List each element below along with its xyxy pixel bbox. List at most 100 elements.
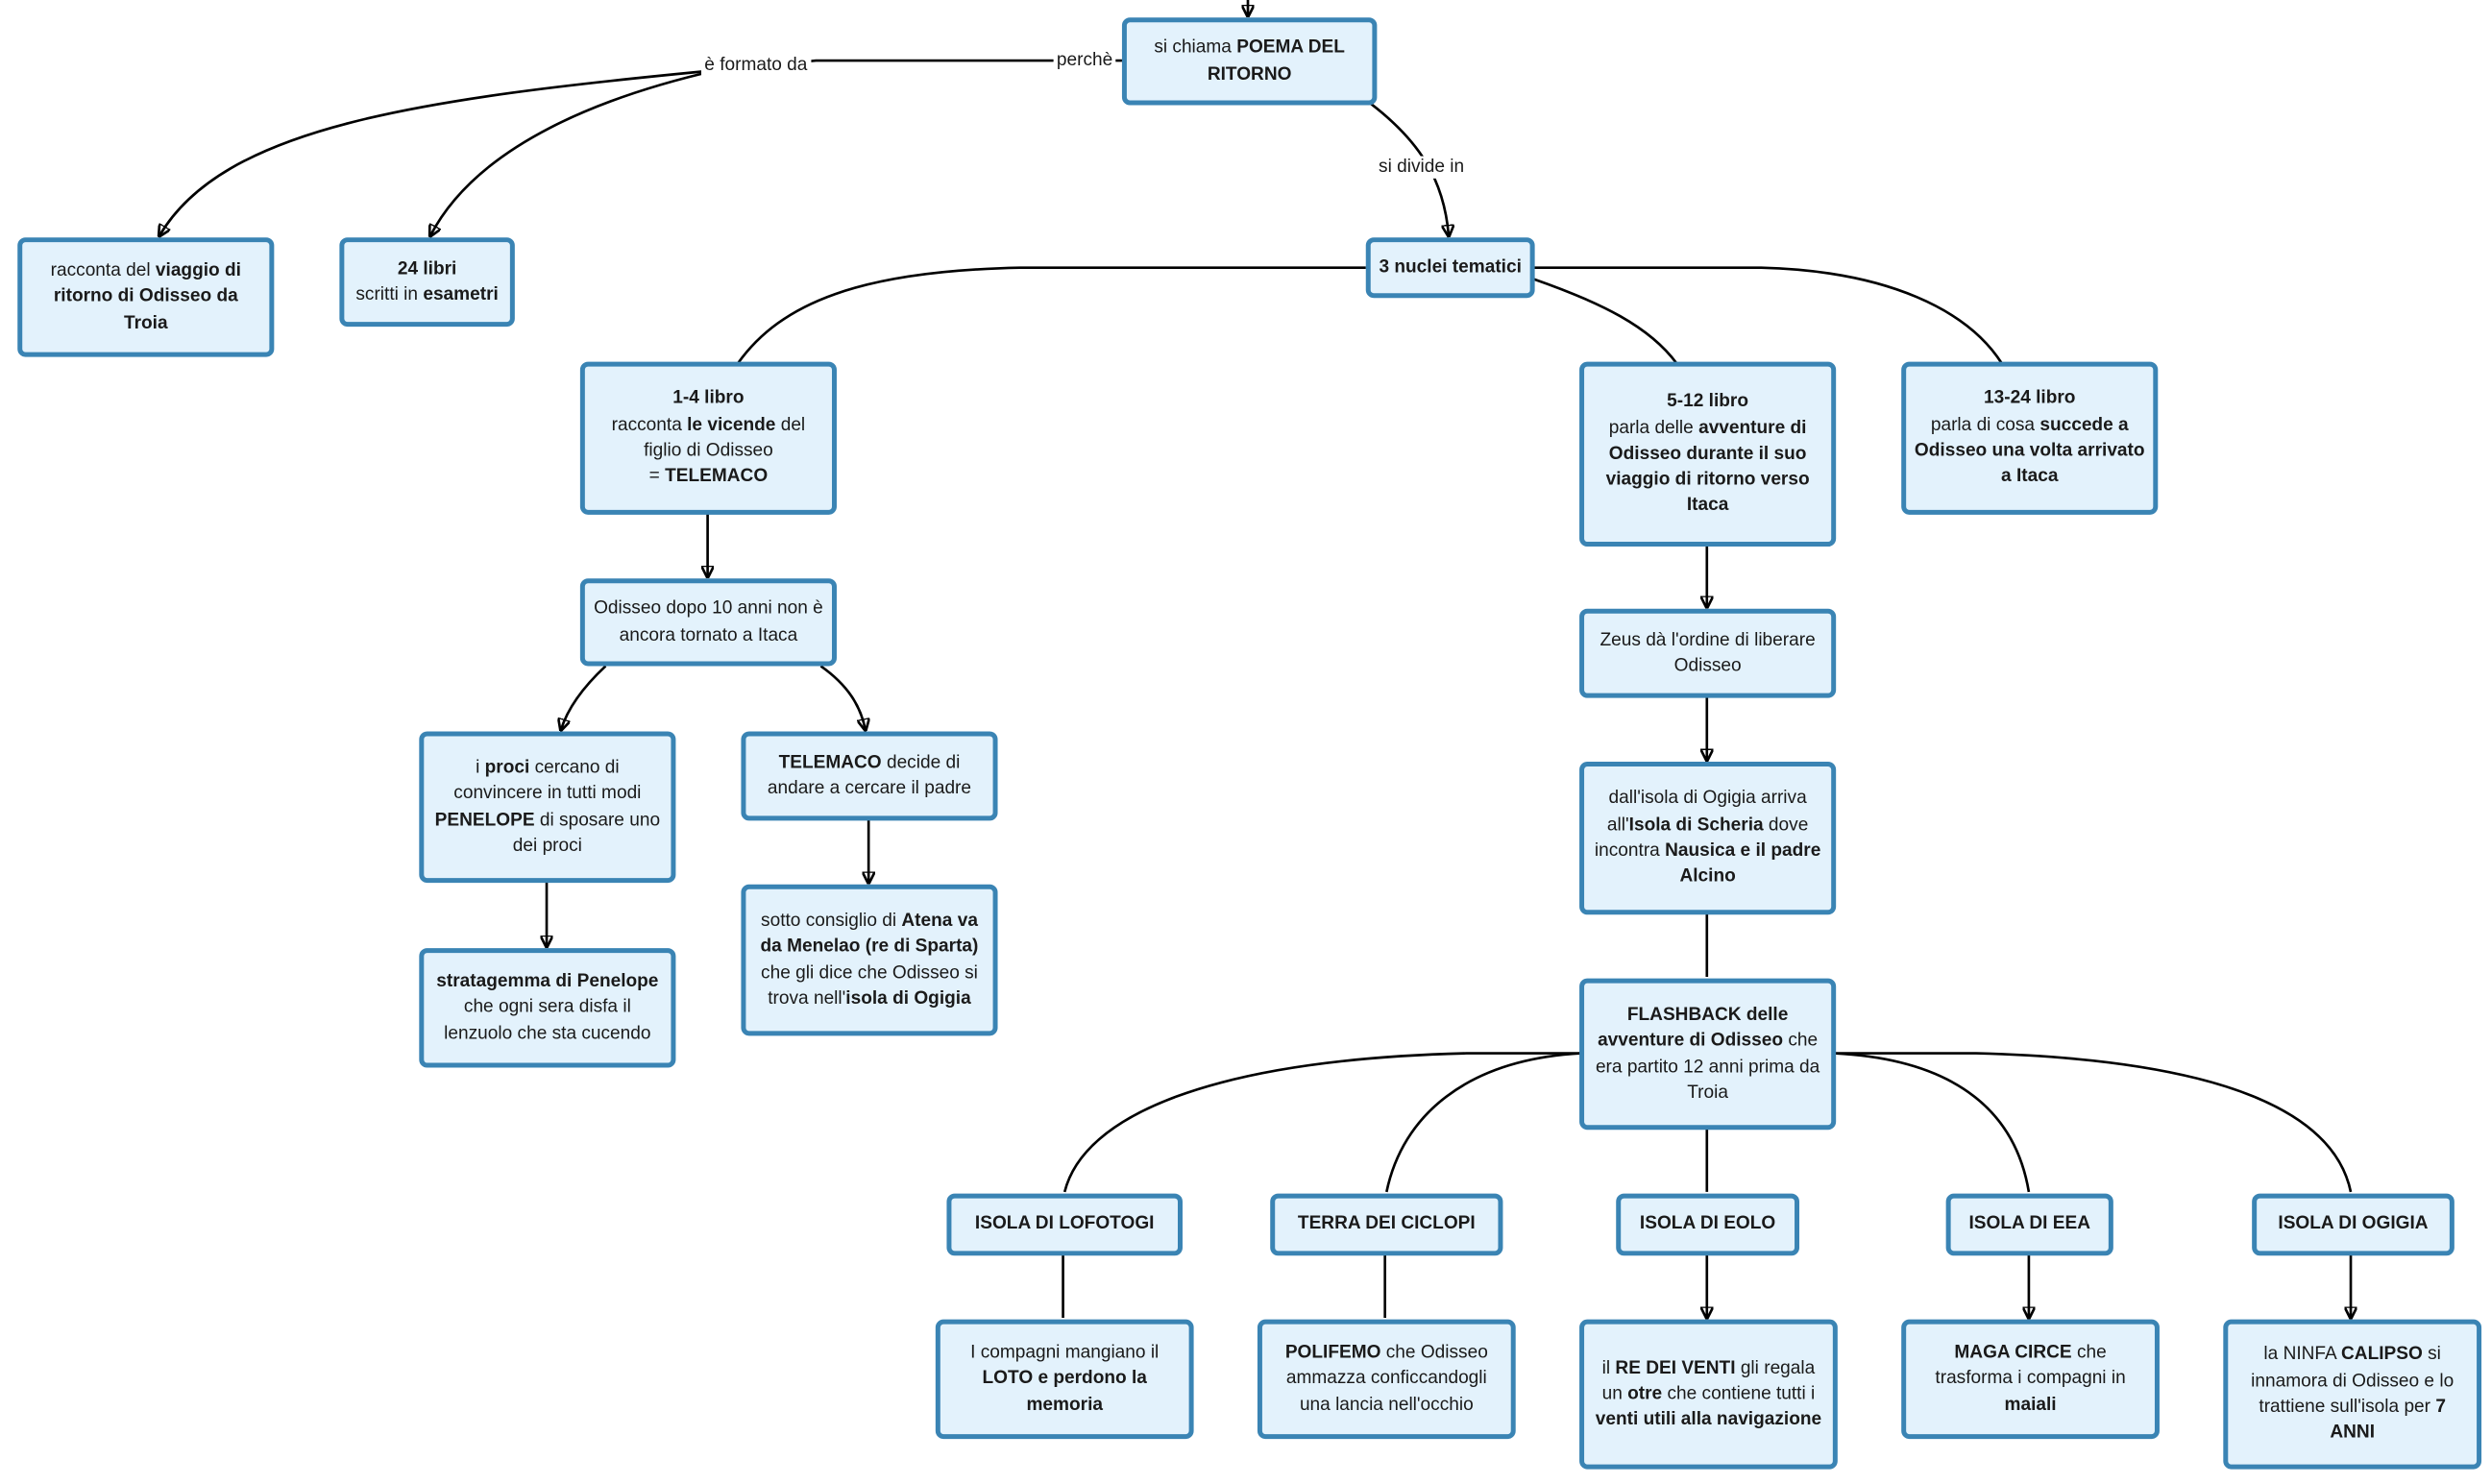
text-segment: le vicende bbox=[687, 415, 776, 435]
node-libro-1-4[interactable]: 1-4 libro racconta le vicende del figlio … bbox=[579, 361, 837, 515]
text-segment: scritti in bbox=[355, 284, 424, 304]
text-segment: dove incontra bbox=[1594, 815, 1809, 861]
text-segment: POEMA DEL RITORNO bbox=[1207, 38, 1345, 85]
node-terra-ciclopi[interactable]: TERRA DEI CICLOPI bbox=[1270, 1193, 1503, 1256]
node-racconta-viaggio[interactable]: racconta del viaggio di ritorno di Odiss… bbox=[17, 237, 275, 357]
text-segment: racconta bbox=[611, 415, 688, 435]
text-segment: TERRA DEI CICLOPI bbox=[1297, 1214, 1476, 1234]
node-isola-eolo[interactable]: ISOLA DI EOLO bbox=[1616, 1193, 1800, 1256]
node-flashback[interactable]: FLASHBACK delle avventure di Odisseo che… bbox=[1579, 978, 1837, 1131]
edge-flashback-ogigia bbox=[1834, 1052, 2353, 1193]
node-atena-menelao[interactable]: sotto consiglio di Atena va da Menelao (… bbox=[741, 884, 998, 1036]
node-text: 1-4 libro racconta le vicende del figlio … bbox=[593, 386, 824, 490]
text-segment: 24 libri bbox=[397, 258, 457, 279]
node-poema-del-ritorno[interactable]: si chiama POEMA DEL RITORNO bbox=[1121, 17, 1378, 106]
edge-flashback-lofotogi bbox=[1062, 1052, 1581, 1193]
text-segment: parla di cosa bbox=[1930, 415, 2040, 435]
edge-flashback-eea bbox=[1834, 1052, 2031, 1193]
edge-nuclei-5-12 bbox=[1532, 278, 1678, 365]
text-segment: il bbox=[1601, 1358, 1616, 1378]
text-segment: succede a Odisseo una volta arrivato a I… bbox=[1914, 415, 2145, 487]
text-segment: TELEMACO bbox=[665, 467, 769, 487]
text-segment: Isola di Scheria bbox=[1628, 815, 1764, 835]
node-text: FLASHBACK delle avventure di Odisseo che… bbox=[1592, 1002, 1823, 1106]
node-text: la NINFA CALIPSO si innamora di Odisseo … bbox=[2236, 1343, 2469, 1447]
node-isola-lofotogi[interactable]: ISOLA DI LOFOTOGI bbox=[946, 1193, 1183, 1256]
node-proci[interactable]: i proci cercano di convincere in tutti m… bbox=[419, 731, 676, 884]
edge-flashback-ciclopi bbox=[1385, 1052, 1581, 1193]
text-segment: Zeus dà l'ordine di liberare Odisseo bbox=[1600, 630, 1816, 676]
node-loto[interactable]: I compagni mangiano il LOTO e perdono la… bbox=[935, 1319, 1194, 1440]
edge-poema-racconta bbox=[159, 59, 1122, 235]
text-segment: si innamora di Odisseo e lo trattiene su… bbox=[2251, 1345, 2454, 1417]
edge-label-perche: perchè bbox=[1053, 49, 1116, 72]
node-polifemo[interactable]: POLIFEMO che Odisseo ammazza conficcando… bbox=[1257, 1319, 1516, 1440]
node-text: I compagni mangiano il LOTO e perdono la… bbox=[948, 1340, 1181, 1418]
text-segment: POLIFEMO bbox=[1284, 1343, 1381, 1363]
node-text: stratagemma di Penelope che ogni sera di… bbox=[432, 969, 664, 1047]
text-segment: maiali bbox=[2004, 1395, 2057, 1415]
text-segment: dall'isola di Ogigia arriva all' bbox=[1606, 789, 1807, 835]
node-text: Odisseo dopo 10 anni non è ancora tornat… bbox=[593, 596, 824, 648]
node-zeus-ordine[interactable]: Zeus dà l'ordine di liberare Odisseo bbox=[1579, 608, 1837, 698]
node-text: 13-24 libro parla di cosa succede a Odiss… bbox=[1914, 386, 2145, 490]
node-calipso[interactable]: la NINFA CALIPSO si innamora di Odisseo … bbox=[2223, 1319, 2482, 1470]
node-text: Zeus dà l'ordine di liberare Odisseo bbox=[1592, 627, 1823, 679]
text-segment: TELEMACO bbox=[778, 753, 882, 773]
text-segment: la NINFA bbox=[2263, 1345, 2342, 1365]
text-segment: ISOLA DI LOFOTOGI bbox=[974, 1214, 1155, 1234]
text-segment: gli regala un bbox=[1601, 1358, 1816, 1404]
node-isola-scheria[interactable]: dall'isola di Ogigia arriva all'Isola di… bbox=[1579, 762, 1837, 915]
edge-odisseo10-telemaco bbox=[819, 665, 865, 729]
text-segment: proci bbox=[484, 758, 530, 778]
edge-odisseo10-proci bbox=[561, 665, 607, 729]
node-text: MAGA CIRCE che trasforma i compagni in m… bbox=[1914, 1340, 2146, 1418]
node-3-nuclei-tematici[interactable]: 3 nuclei tematici bbox=[1365, 237, 1535, 299]
node-text: il RE DEI VENTI gli regala un otre che c… bbox=[1592, 1355, 1824, 1433]
text-segment: ISOLA DI OGIGIA bbox=[2278, 1214, 2429, 1234]
edge-poema-libri bbox=[430, 68, 718, 236]
node-text: racconta del viaggio di ritorno di Odiss… bbox=[31, 258, 262, 336]
text-segment: che gli dice che Odisseo si trova nell' bbox=[761, 962, 978, 1009]
text-segment: decide di andare a cercare il padre bbox=[767, 753, 972, 799]
node-text: si chiama POEMA DEL RITORNO bbox=[1135, 36, 1364, 87]
text-segment: otre bbox=[1627, 1384, 1663, 1404]
text-segment: si chiama bbox=[1154, 38, 1237, 59]
text-segment: di sposare uno dei proci bbox=[512, 810, 661, 856]
text-segment: CALIPSO bbox=[2341, 1345, 2423, 1365]
node-isola-ogigia[interactable]: ISOLA DI OGIGIA bbox=[2252, 1193, 2454, 1256]
node-text: i proci cercano di convincere in tutti m… bbox=[432, 755, 664, 859]
text-segment: racconta del bbox=[50, 261, 156, 281]
text-segment: venti utili alla navigazione bbox=[1595, 1410, 1822, 1430]
node-libro-13-24[interactable]: 13-24 libro parla di cosa succede a Odiss… bbox=[1901, 361, 2159, 515]
text-segment: viaggio di ritorno di Odisseo da Troia bbox=[53, 261, 241, 333]
node-text: sotto consiglio di Atena va da Menelao (… bbox=[754, 908, 986, 1011]
text-segment: Atena va da Menelao (re di Sparta) bbox=[760, 911, 979, 957]
text-segment: Nausica e il padre Alcino bbox=[1665, 840, 1821, 887]
node-maga-circe[interactable]: MAGA CIRCE che trasforma i compagni in m… bbox=[1901, 1319, 2160, 1440]
node-text: TERRA DEI CICLOPI bbox=[1298, 1211, 1476, 1237]
node-re-dei-venti[interactable]: il RE DEI VENTI gli regala un otre che c… bbox=[1579, 1319, 1838, 1470]
text-segment: che era partito 12 anni prima da Troia bbox=[1595, 1031, 1820, 1103]
text-segment: = bbox=[648, 467, 666, 487]
node-odisseo-10-anni[interactable]: Odisseo dopo 10 anni non è ancora tornat… bbox=[579, 578, 837, 667]
text-segment: che Odisseo ammazza conficcandogli una l… bbox=[1285, 1343, 1488, 1415]
text-segment: del figlio di Odisseo bbox=[644, 415, 806, 461]
node-telemaco-decide[interactable]: TELEMACO decide di andare a cercare il p… bbox=[741, 731, 998, 821]
edge-nuclei-13-24 bbox=[1532, 266, 2003, 364]
text-segment: 3 nuclei tematici bbox=[1379, 257, 1522, 278]
text-segment: che ogni sera disfa il lenzuolo che sta … bbox=[444, 998, 651, 1044]
node-isola-eea[interactable]: ISOLA DI EEA bbox=[1945, 1193, 2113, 1256]
text-segment: 1-4 libro bbox=[672, 389, 745, 409]
text-segment: che trasforma i compagni in bbox=[1935, 1343, 2126, 1389]
node-text: dall'isola di Ogigia arriva all'Isola di… bbox=[1592, 787, 1823, 890]
text-segment: ISOLA DI EOLO bbox=[1639, 1214, 1776, 1234]
text-segment: I compagni mangiano il bbox=[970, 1343, 1160, 1363]
text-segment: parla delle bbox=[1608, 418, 1699, 438]
text-segment: 13-24 libro bbox=[1984, 389, 2076, 409]
node-text: ISOLA DI LOFOTOGI bbox=[975, 1211, 1155, 1237]
text-segment: sotto consiglio di bbox=[761, 911, 902, 931]
node-stratagemma-penelope[interactable]: stratagemma di Penelope che ogni sera di… bbox=[419, 948, 676, 1068]
